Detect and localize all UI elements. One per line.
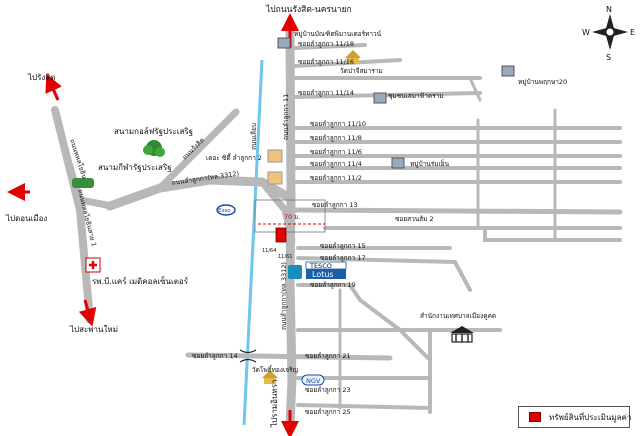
soi-label: ซอยลำลูกกา 11/14 [298, 89, 354, 97]
road-lamlukka-south-label: ถนนลำลูกกา(ทล.3312) [280, 262, 288, 330]
ngv-label: NGV [306, 377, 321, 385]
soi-label: ซอยลำลูกกา 11/16 [298, 58, 354, 66]
place-label: วัดโพธิ์ทองเจริญ [252, 365, 298, 374]
soi-label: ซอยลำลูกกา 11/2 [310, 174, 362, 182]
esso-label: Esso [218, 208, 231, 214]
stadium-icon [72, 178, 94, 188]
soi-label: ซอยลำลูกกา 17 [320, 254, 366, 262]
distance-box [254, 199, 326, 233]
temple-icon [262, 50, 361, 384]
soi-label: ซอยลำลูกกา 19 [310, 281, 356, 289]
soi-label: ซอยสวนส้ม 2 [395, 215, 434, 223]
lot-label: 11/61 [278, 254, 292, 260]
place-label: หมู่บ้านบัณฑิตพิมานเตอร์ทาวน์ [294, 30, 382, 38]
village-icon [277, 37, 515, 169]
compass-w-label: W [582, 28, 590, 37]
soi-label: ซอยลำลูกกา 11/8 [310, 134, 362, 142]
lot-label: 11/64 [262, 248, 276, 254]
distance-label: 70 ม. [284, 213, 301, 221]
esso-icon [216, 204, 236, 216]
soi-label: ซอยลำลูกกา 11/4 [310, 160, 362, 168]
direction-arrows [7, 13, 299, 436]
compass-s-label: S [606, 53, 611, 62]
compass-n-label: N [606, 5, 612, 14]
soi-label: ซอยลำลูกกา 13 [312, 201, 358, 209]
legend: ทรัพย์สินที่ประเมินมูลค่า [518, 406, 632, 428]
lotus-bottom-label: Lotus [312, 270, 334, 279]
place-label: วัดปาจีสมาราม [340, 67, 383, 75]
canal [242, 59, 264, 426]
legend-label: ทรัพย์สินที่ประเมินมูลค่า [549, 413, 632, 422]
soi-label: ซอยลำลูกกา 21 [305, 352, 351, 360]
soi-label: ซอยลำลูกกา 14 [192, 352, 238, 360]
soi-label: ซอยลำลูกกา 11/10 [310, 120, 366, 128]
place-label: สนามกอล์ฟรัฐประเสริฐ [114, 126, 193, 136]
road-lamlukka11-label: ถนนลำลูกกา 11 [282, 94, 290, 140]
direction-south-left-label: ไปสะพานใหม่ [69, 325, 118, 334]
compass-e-label: E [630, 28, 635, 37]
lotus-logo-icon [288, 265, 302, 279]
legend-swatch [529, 412, 541, 422]
place-label: หมู่บ้านร่มเย็น [410, 159, 450, 168]
subject-property [275, 227, 287, 243]
place-label: สนามกีฬารัฐประเสริฐ [98, 163, 172, 172]
place-label: สำนักงานเทศบาลเมืองคูคต [420, 312, 496, 320]
compass-icon [592, 14, 628, 50]
soi-label: ซอยลำลูกกา 11/18 [298, 40, 354, 48]
place-label: เดอะ ซิตี้ ลำลูกกา 2 [206, 153, 262, 162]
soi-label: ซอยลำลูกกา 15 [320, 242, 366, 250]
road-side-label: ถนนเลียบ [250, 123, 258, 150]
soi-label: ซอยลำลูกกา 25 [305, 408, 351, 416]
building-icon [267, 149, 283, 163]
place-label: หมู่บ้านพฤกษา20 [518, 78, 567, 86]
bridge-icon [239, 349, 257, 363]
lotus-top-label: TESCO [309, 262, 332, 270]
place-label: ชุมชนเสมาฟ้าคราม [388, 92, 444, 100]
direction-north-left-label: ไปรังสิต [27, 73, 55, 82]
soi-label: ซอยลำลูกกา 23 [305, 386, 351, 394]
ngv-icon [301, 374, 325, 386]
direction-north-label: ไปถนนรังสิต-นครนายก [265, 4, 352, 15]
direction-west-label: ไปดอนเมือง [5, 214, 47, 223]
government-icon [450, 326, 474, 343]
building-icon [267, 171, 283, 185]
soi-label: ซอยลำลูกกา 11/6 [310, 148, 362, 156]
place-label: รพ.บี.แคร์ เมดิคอลเซ็นเตอร์ [92, 276, 189, 286]
direction-south-label: ไปรามอินทรา [270, 380, 279, 429]
